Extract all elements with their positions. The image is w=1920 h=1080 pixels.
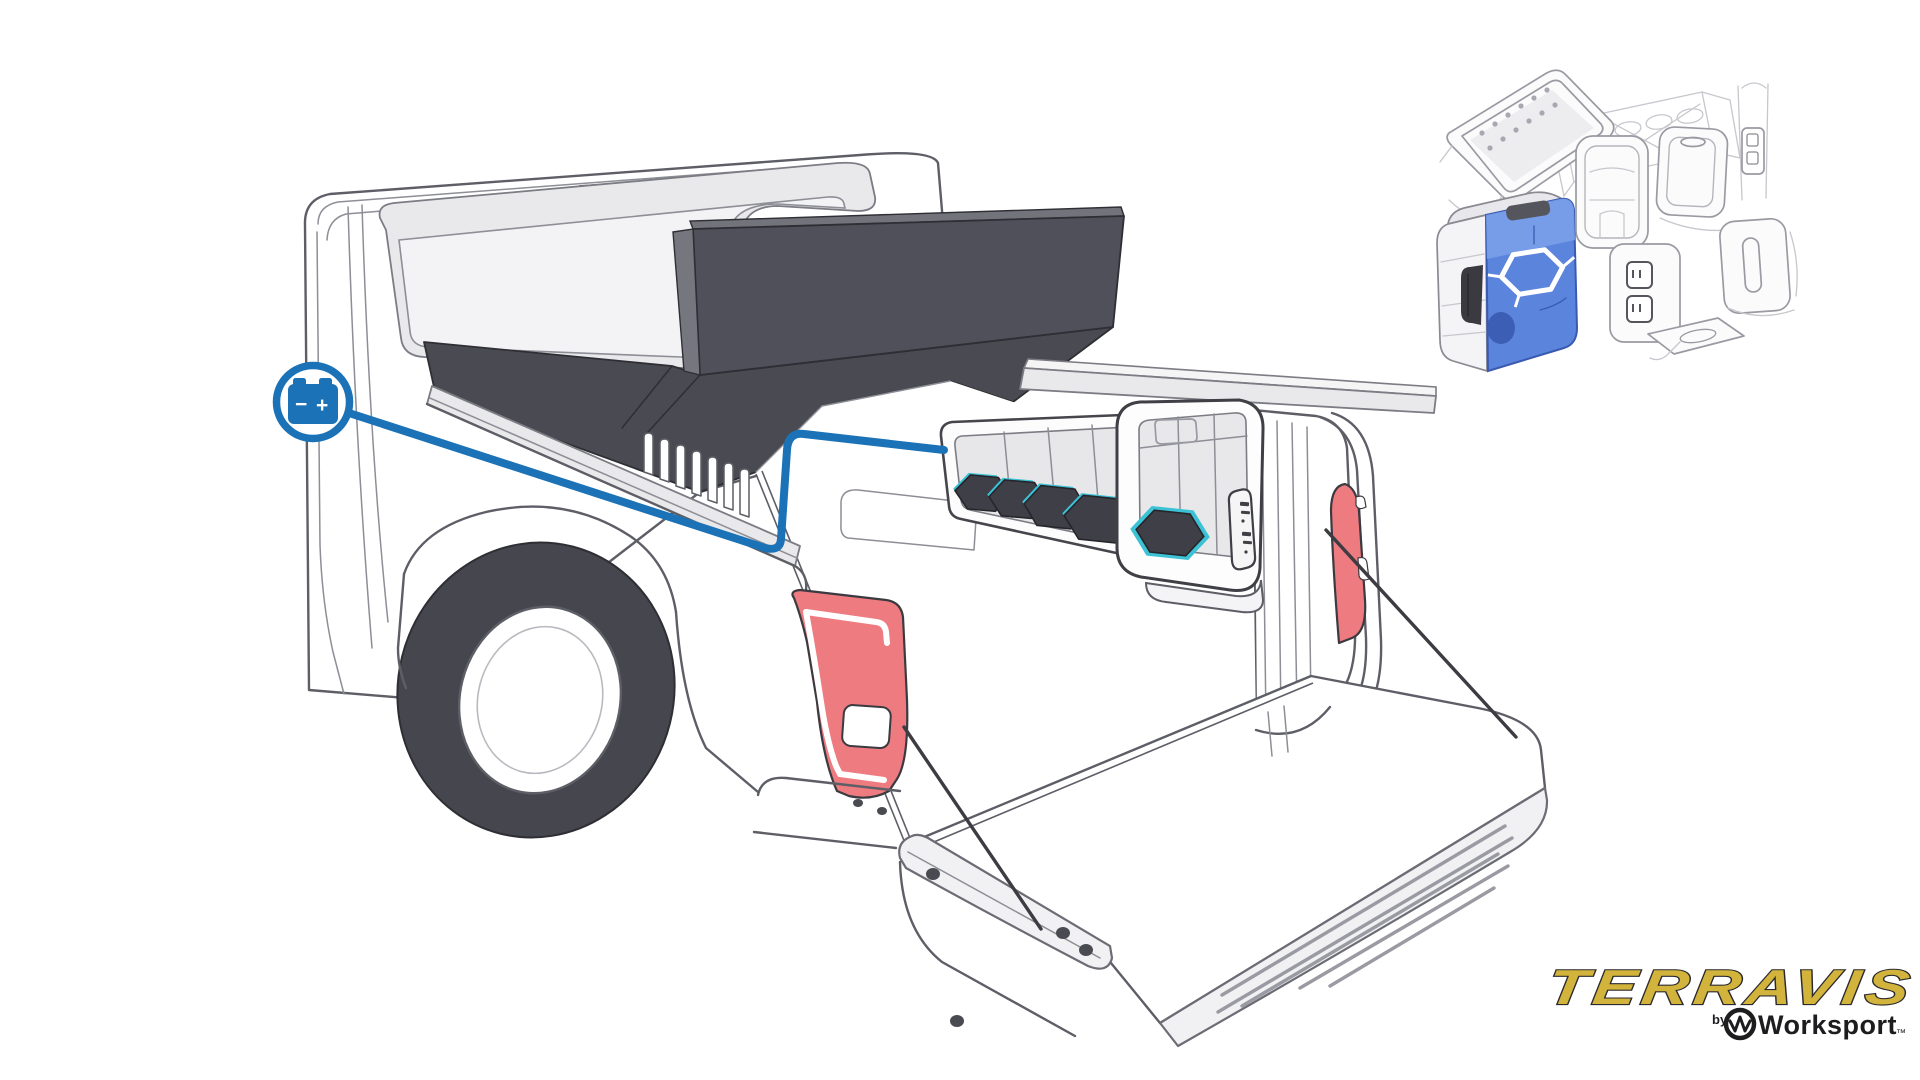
battery-minus-sign: − xyxy=(295,393,307,416)
bed-divider-slats xyxy=(643,432,750,518)
rivet xyxy=(1056,927,1070,939)
power-wire xyxy=(345,409,948,553)
tailgate-ribs xyxy=(1216,824,1514,1014)
sketch-pack-hex-emblem xyxy=(1487,247,1576,308)
module-battery-cell xyxy=(1130,505,1210,561)
rivet xyxy=(950,1015,964,1027)
truck-left-side xyxy=(396,385,909,850)
sketch-module-rear xyxy=(1719,217,1798,317)
reverse-light xyxy=(841,704,892,750)
sketch-vent-dots xyxy=(1479,87,1558,151)
battery-icon: − + xyxy=(272,361,354,443)
brand-logo: TERRAVIS by Worksport ™ xyxy=(1543,959,1919,1041)
sketch-module-front xyxy=(1575,135,1649,249)
rivet xyxy=(926,868,940,880)
usb-ports-icon xyxy=(1227,488,1257,571)
brand-wordmark: Worksport xyxy=(1758,1010,1897,1040)
tail-light-left xyxy=(791,588,909,799)
sketch-outlet-panel xyxy=(1737,82,1769,201)
sketch-pack-handle xyxy=(1461,265,1483,325)
removable-battery-module xyxy=(1115,398,1265,614)
leader-line-bed xyxy=(1324,528,1518,739)
concept-sketches xyxy=(1436,69,1798,373)
leader-line-tail xyxy=(902,725,1043,931)
trademark-mark: ™ xyxy=(1896,1028,1906,1039)
rivet xyxy=(1079,944,1093,956)
sketch-blue-battery-pack xyxy=(1436,191,1579,373)
product-wordmark: TERRAVIS xyxy=(1544,960,1918,1015)
truck-illustration: − + xyxy=(272,152,1549,1048)
sketch-module-tray xyxy=(1609,243,1745,361)
bed-rail-far xyxy=(1019,358,1437,414)
tonneau-cover xyxy=(423,206,1125,518)
worksport-logo-icon xyxy=(1723,1007,1757,1041)
sketch-module-quarter xyxy=(1655,126,1745,232)
sketch-tonneau-corner xyxy=(1439,69,1615,227)
rear-bumper-left xyxy=(752,776,902,850)
wheel-hubcap xyxy=(457,605,623,795)
rear-wheel xyxy=(396,505,760,839)
battery-plus-sign: + xyxy=(316,394,328,417)
